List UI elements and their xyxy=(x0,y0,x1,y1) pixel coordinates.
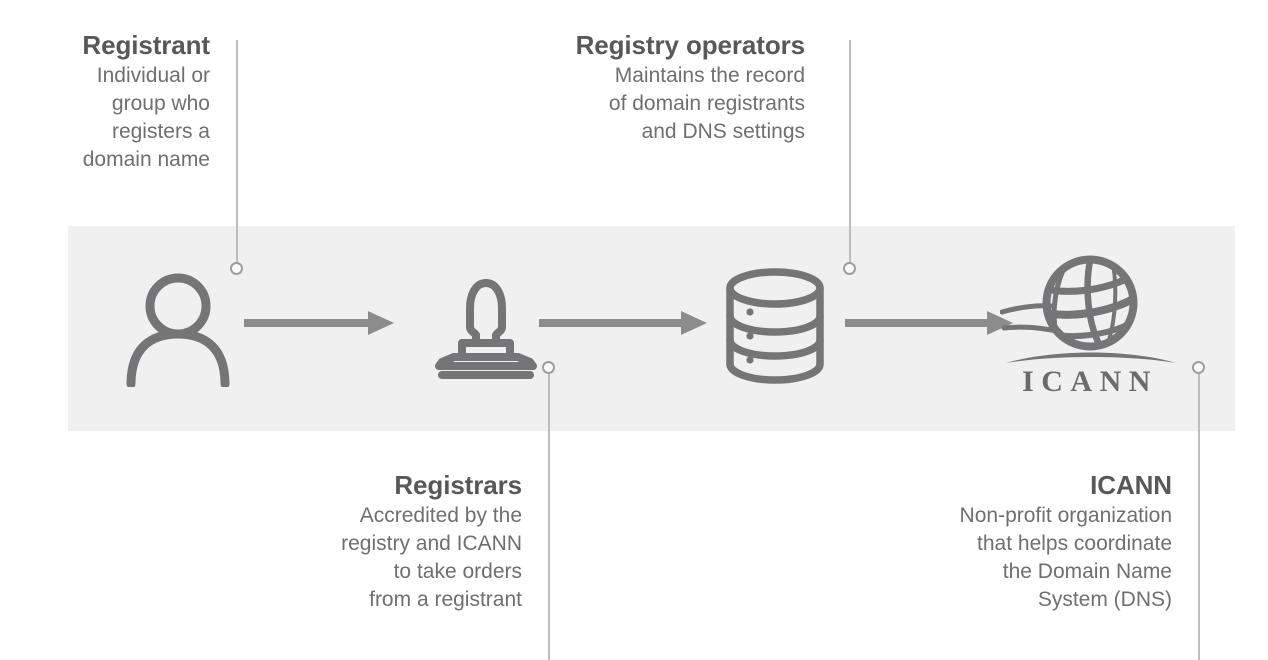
person-icon xyxy=(118,272,238,389)
label-registry-operators: Registry operators Maintains the record … xyxy=(455,30,805,146)
logo-swoosh xyxy=(1006,352,1176,363)
stamp-base xyxy=(435,353,537,370)
label-registry-operators-title: Registry operators xyxy=(575,30,805,60)
arrow-registrant-to-registrars xyxy=(244,309,394,337)
label-registry-operators-desc: Maintains the record of domain registran… xyxy=(608,64,805,143)
label-registrant-title: Registrant xyxy=(82,30,210,60)
label-registrars: Registrars Accredited by the registry an… xyxy=(220,470,522,614)
database-divider-2 xyxy=(726,336,824,360)
database-divider-1 xyxy=(726,312,824,336)
database-dot-3 xyxy=(746,356,754,364)
label-registrars-desc: Accredited by the registry and ICANN to … xyxy=(341,504,522,611)
label-icann-title: ICANN xyxy=(1090,470,1172,500)
icann-wordmark: ICANN xyxy=(1022,365,1158,395)
label-registrant: Registrant Individual or group who regis… xyxy=(10,30,210,174)
leader-line-registrars xyxy=(548,374,550,660)
database-dot-2 xyxy=(746,332,754,340)
person-body xyxy=(126,329,230,389)
arrow-registry-to-icann xyxy=(845,309,1013,337)
database-bottom xyxy=(726,360,824,384)
label-registrars-title: Registrars xyxy=(394,470,522,500)
label-icann-desc: Non-profit organization that helps coord… xyxy=(959,504,1172,611)
database-top xyxy=(726,268,824,308)
stamp-icon xyxy=(432,270,540,380)
leader-node-registrars xyxy=(542,361,555,374)
person-head xyxy=(145,273,211,339)
leader-line-registry-operators xyxy=(849,40,851,270)
leader-node-icann xyxy=(1192,361,1205,374)
globe-streamers xyxy=(999,303,1063,335)
arrow-registrars-to-registry xyxy=(539,309,707,337)
label-icann: ICANN Non-profit organization that helps… xyxy=(830,470,1173,614)
leader-line-icann xyxy=(1198,374,1200,660)
leader-node-registry-operators xyxy=(843,262,856,275)
leader-node-registrant xyxy=(230,262,243,275)
stamp-handle xyxy=(466,279,506,347)
icann-globe-logo: ICANN xyxy=(999,250,1180,398)
database-dot-1 xyxy=(746,308,754,316)
leader-line-registrant xyxy=(236,40,238,270)
label-registrant-desc: Individual or group who registers a doma… xyxy=(82,64,210,171)
database-icon xyxy=(722,268,828,384)
